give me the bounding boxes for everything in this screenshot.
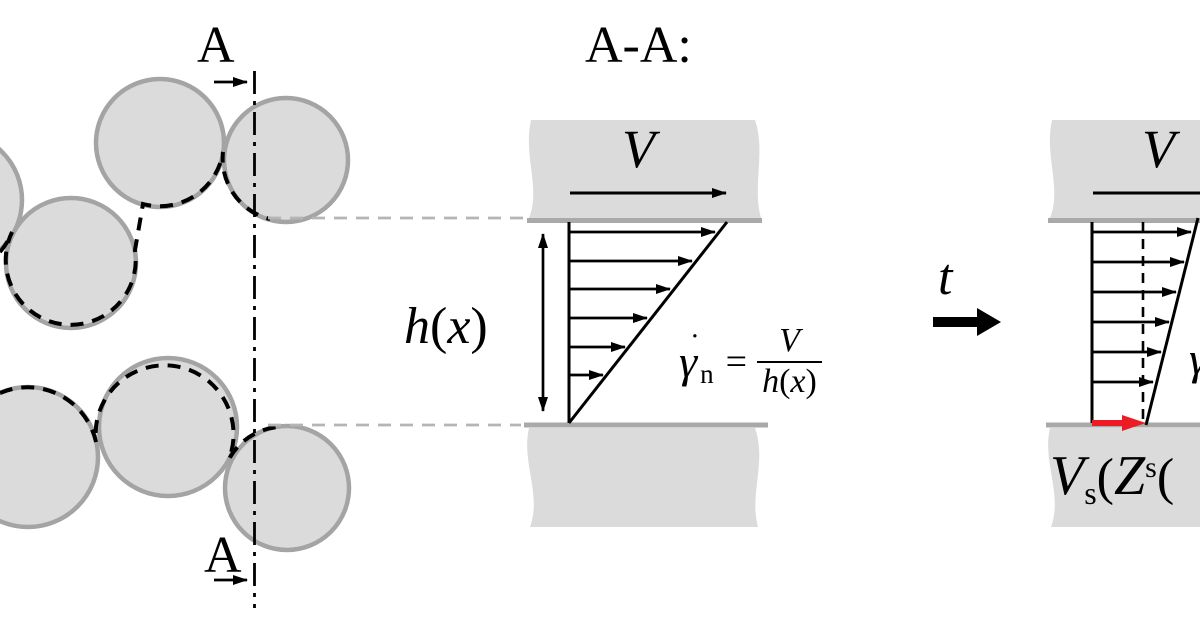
section-view-title: A-A: — [585, 17, 692, 74]
section-label-top: A — [197, 17, 235, 74]
particle-circle — [221, 95, 351, 225]
plate-velocity-label-right: V — [1142, 119, 1175, 179]
particle-circle — [0, 384, 101, 530]
gap-height-open-paren: ( — [430, 298, 448, 355]
fraction-numerator: V — [757, 324, 822, 363]
gamma-subscript: n — [700, 359, 714, 389]
profile-diagonal-mid — [567, 221, 729, 424]
gap-height-h: h — [404, 298, 430, 355]
slip-V: V — [1050, 445, 1085, 507]
particle-circle — [222, 423, 352, 553]
plate-velocity-label-mid: V — [622, 119, 655, 179]
particle-circle — [93, 76, 227, 210]
slip-Z: Z — [1114, 445, 1146, 507]
cluster-envelope-top — [0, 151, 271, 327]
slip-profile-panel — [1046, 120, 1200, 527]
time-label: t — [938, 249, 953, 306]
den-x: x — [790, 363, 806, 400]
slip-open-paren-2: ( — [1156, 449, 1175, 506]
gap-height-label: h(x) — [404, 301, 488, 353]
equals-sign: = — [725, 340, 748, 383]
time-arrow — [933, 308, 1001, 336]
den-close-paren: ) — [805, 363, 817, 400]
fraction-denominator: h(x) — [762, 363, 817, 399]
bottom-plate-mid — [527, 428, 760, 527]
den-open-paren: ( — [779, 363, 791, 400]
section-label-bottom: A — [204, 527, 242, 584]
dot-accent: ˙ — [689, 325, 701, 362]
fraction: V h(x) — [757, 324, 822, 399]
cross-section-panel — [524, 120, 768, 527]
slip-velocity-label: Vs(Zs( — [1050, 445, 1175, 509]
clipped-gamma-fragment: γ — [1189, 336, 1200, 382]
gap-height-close-paren: ) — [470, 298, 488, 355]
slip-Z-superscript: s — [1145, 451, 1157, 484]
particle-cluster — [0, 71, 352, 608]
shear-rate-equation: γ ˙ n = V h(x) — [679, 324, 822, 399]
slip-V-subscript: s — [1084, 475, 1097, 511]
profile-diagonal-right — [1144, 217, 1200, 426]
den-h: h — [762, 363, 780, 400]
particle-circle — [96, 355, 240, 499]
gamma-char: γ — [679, 335, 698, 387]
top-plate-right — [1049, 120, 1200, 218]
bottom-plate-right — [1048, 428, 1200, 527]
gap-height-x: x — [447, 298, 471, 355]
cluster-envelope-bottom — [0, 363, 279, 460]
gamma-dot-symbol: γ ˙ — [679, 328, 700, 387]
slip-open-paren-1: ( — [1096, 449, 1114, 506]
